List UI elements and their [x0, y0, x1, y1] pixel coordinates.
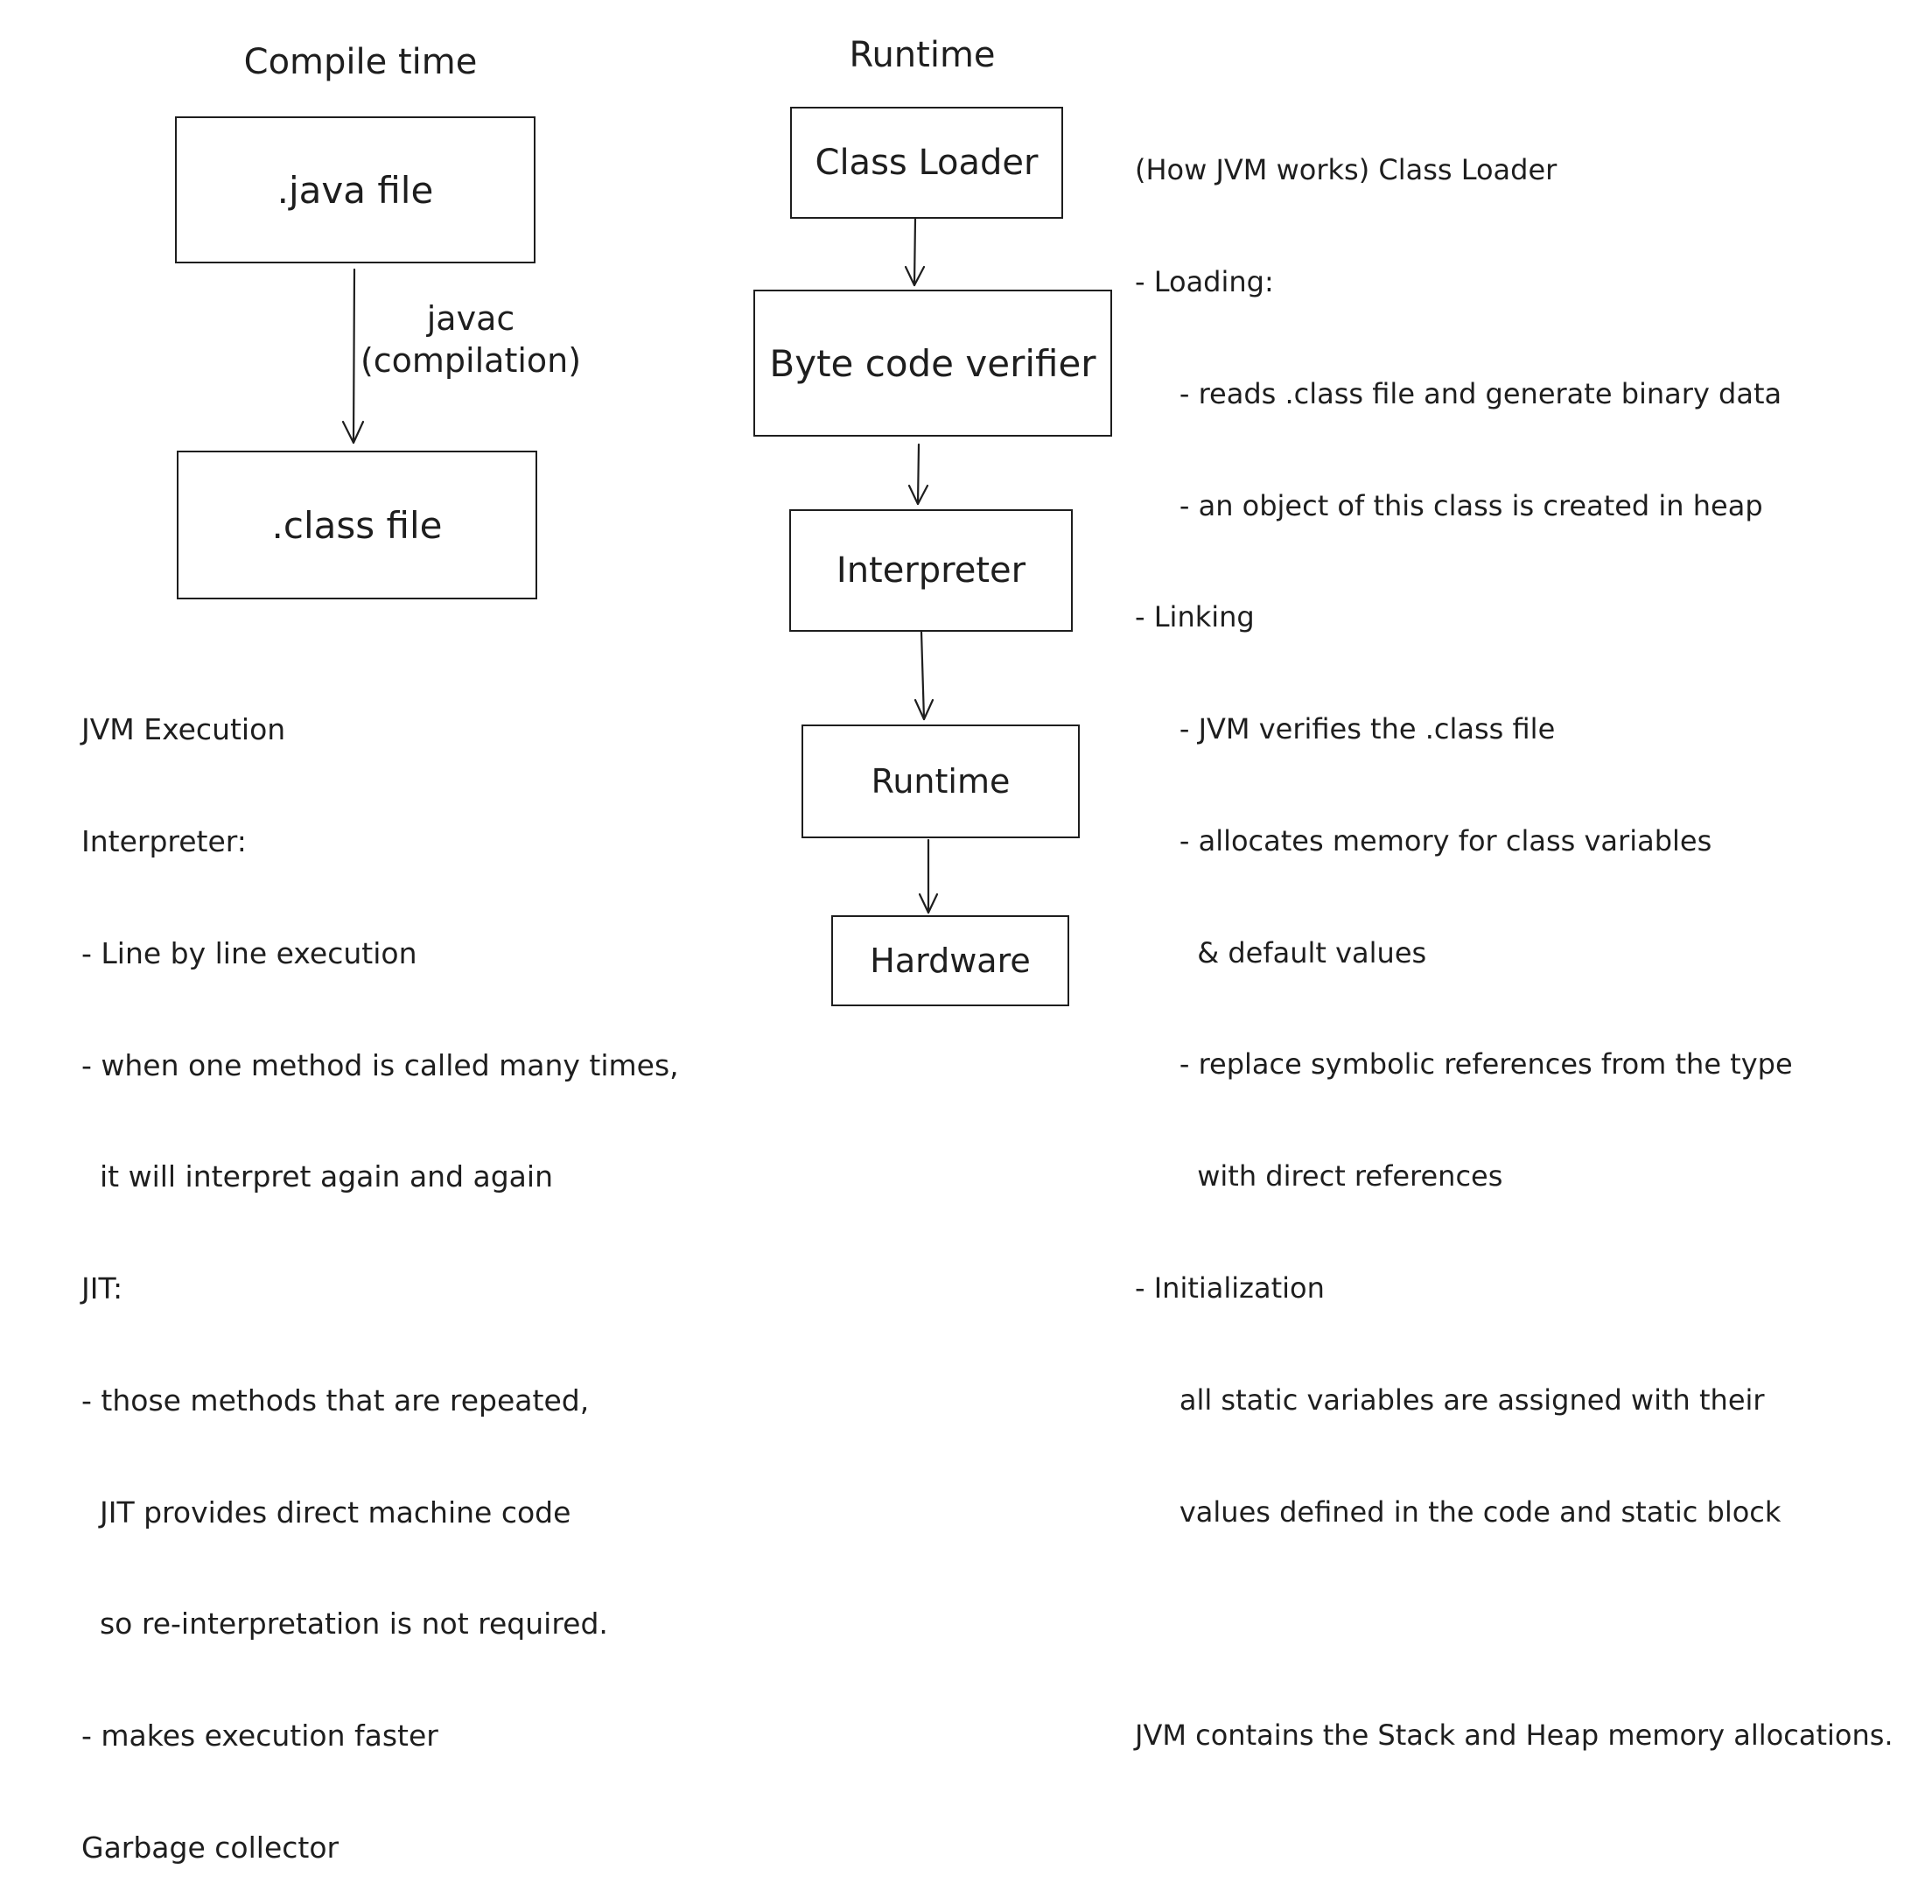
interpreter-label: Interpreter — [836, 550, 1026, 591]
notes-line: - JVM verifies the .class file — [1135, 712, 1556, 746]
notes-line: - makes execution faster — [81, 1718, 438, 1754]
notes-line: - Line by line execution — [81, 935, 417, 970]
diagram-canvas — [341, 217, 939, 914]
class-file-label: .class file — [271, 503, 443, 547]
notes-line: - when one method is called many times, — [81, 1047, 679, 1082]
runtime-label: Runtime — [871, 762, 1011, 801]
notes-line: (How JVM works) Class Loader — [1135, 153, 1558, 187]
jvm-execution-notes: JVM Execution Interpreter: - Line by lin… — [81, 637, 679, 1904]
notes-line: - reads .class file and generate binary … — [1135, 376, 1782, 410]
java-file-label: .java file — [276, 168, 434, 212]
notes-line — [1135, 1605, 1894, 1642]
class-loader-notes: (How JVM works) Class Loader - Loading: … — [1135, 77, 1894, 1791]
compile-time-heading: Compile time — [243, 42, 478, 82]
compile-arrow — [341, 268, 365, 444]
notes-line: - those methods that are repeated, — [81, 1382, 590, 1418]
runtime-arrow-1 — [904, 217, 926, 287]
runtime-arrow-3 — [914, 630, 934, 721]
bytecode-verifier-label: Byte code verifier — [769, 341, 1096, 385]
notes-line: so re-interpretation is not required. — [81, 1606, 608, 1642]
compilation-text: (compilation) — [360, 341, 582, 380]
notes-line: JIT provides direct machine code — [81, 1494, 571, 1530]
notes-line: JIT: — [81, 1271, 123, 1306]
runtime-arrow-2 — [907, 443, 929, 506]
notes-line: - Loading: — [1135, 264, 1274, 298]
interpreter-box: Interpreter — [789, 509, 1073, 632]
javac-text: javac — [426, 299, 515, 338]
class-file-box: .class file — [177, 451, 537, 599]
notes-line: - allocates memory for class variables — [1135, 823, 1712, 858]
class-loader-label: Class Loader — [815, 143, 1039, 183]
notes-line: - an object of this class is created in … — [1135, 488, 1763, 522]
bytecode-verifier-box: Byte code verifier — [753, 290, 1112, 437]
notes-line: values defined in the code and static bl… — [1135, 1494, 1782, 1529]
notes-line: JVM Execution — [81, 712, 286, 747]
notes-line: - replace symbolic references from the t… — [1135, 1047, 1793, 1082]
notes-line: JVM contains the Stack and Heap memory a… — [1135, 1718, 1894, 1753]
hardware-label: Hardware — [870, 942, 1031, 980]
notes-line: with direct references — [1135, 1159, 1503, 1194]
java-file-box: .java file — [175, 116, 536, 263]
runtime-arrow-4 — [918, 838, 939, 914]
notes-line: Interpreter: — [81, 823, 247, 858]
hardware-box: Hardware — [831, 915, 1069, 1006]
notes-line: & default values — [1135, 935, 1427, 970]
class-loader-box: Class Loader — [790, 107, 1063, 219]
notes-line: Garbage collector — [81, 1830, 340, 1865]
notes-line: all static variables are assigned with t… — [1135, 1382, 1765, 1417]
notes-line: - Linking — [1135, 600, 1255, 634]
runtime-box: Runtime — [802, 724, 1080, 838]
notes-line: it will interpret again and again — [81, 1159, 553, 1194]
notes-line: - Initialization — [1135, 1271, 1325, 1305]
compilation-label: javac (compilation) — [360, 298, 581, 382]
runtime-heading: Runtime — [849, 35, 996, 75]
